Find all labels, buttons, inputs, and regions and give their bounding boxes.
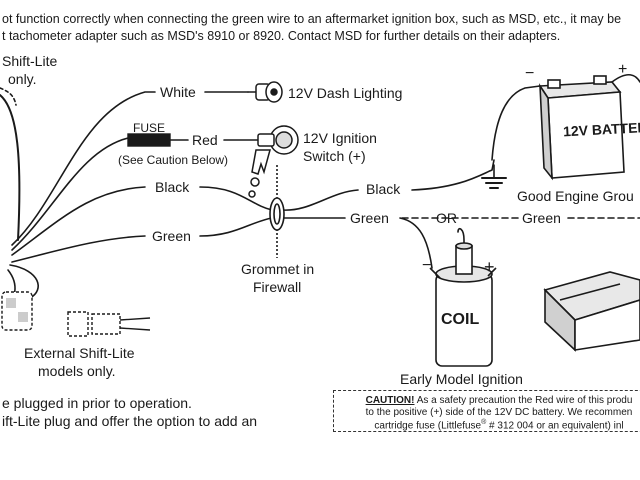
dash-lighting-label: 12V Dash Lighting	[288, 85, 403, 101]
grommet-label-2: Firewall	[253, 279, 302, 295]
shift-lite-pointer	[0, 87, 17, 106]
fuse	[127, 133, 171, 147]
coil-plus: +	[484, 257, 495, 277]
caution-line-3-b: # 312 004 or an equivalent) inl	[486, 420, 624, 432]
bottom-note-line-1: e plugged in prior to operation.	[2, 395, 192, 411]
grommet	[269, 165, 285, 258]
battery	[538, 75, 625, 181]
external-shift-lite-label-1: External Shift-Lite	[24, 345, 135, 361]
dash-light-bulb	[255, 81, 283, 103]
black-wire-label-left: Black	[155, 179, 190, 195]
black-wire-from-grommet	[281, 189, 359, 211]
black-wire-label-right: Black	[366, 181, 401, 197]
ignition-coil	[429, 242, 497, 367]
ignition-switch-label-2: Switch (+)	[303, 148, 366, 164]
top-note-line-2: t tachometer adapter such as MSD's 8910 …	[2, 29, 561, 43]
caution-heading: CAUTION!	[365, 395, 415, 406]
caution-registered-mark: ®	[481, 419, 487, 426]
shift-lite-note-1: Shift-Lite	[2, 53, 58, 69]
ignition-box	[543, 271, 640, 352]
coil-lead	[457, 227, 465, 263]
harness-wire-1	[9, 264, 39, 299]
caution-line-3: cartridge fuse (Littlefuse® # 312 004 or…	[334, 419, 640, 431]
battery-pos-cable	[611, 74, 640, 83]
caution-line-1: CAUTION! As a safety precaution the Red …	[334, 395, 640, 406]
battery-minus: −	[525, 65, 535, 82]
ground-label: Good Engine Grou	[517, 188, 634, 204]
top-note-line-1: ot function correctly when connecting th…	[2, 12, 622, 26]
shift-lite-note-2: only.	[8, 71, 37, 87]
or-label: OR	[436, 210, 457, 226]
green-wire-label-left: Green	[152, 228, 191, 244]
green-wire-label-right: Green	[522, 210, 561, 226]
gauge-body-outline	[0, 94, 21, 241]
green-wire-label-mid: Green	[350, 210, 389, 226]
white-wire-label: White	[160, 84, 196, 100]
ignition-switch	[248, 125, 299, 198]
external-shift-lite-connector	[1, 291, 151, 337]
red-wire-label: Red	[192, 132, 218, 148]
caution-box: CAUTION! As a safety precaution the Red …	[333, 390, 640, 432]
battery-plus: +	[618, 61, 628, 78]
caution-line-1-text: As a safety precaution the Red wire of t…	[414, 395, 633, 406]
fuse-label: FUSE	[133, 121, 166, 135]
see-caution-label: (See Caution Below)	[118, 153, 229, 167]
black-wire-to-ground	[411, 159, 495, 191]
battery-label: 12V BATTERY	[562, 118, 640, 140]
external-shift-lite-label-2: models only.	[38, 363, 116, 379]
white-wire	[11, 91, 156, 246]
caution-line-3-a: cartridge fuse (Littlefuse	[374, 420, 482, 432]
red-wire	[11, 137, 129, 251]
green-wire-to-coil	[399, 217, 433, 269]
caution-line-2: to the positive (+) side of the 12V DC b…	[365, 407, 633, 418]
grommet-label-1: Grommet in	[241, 261, 315, 277]
early-ignition-label: Early Model Ignition	[400, 371, 523, 387]
black-wire-to-grommet	[199, 186, 273, 211]
ignition-switch-label-1: 12V Ignition	[303, 130, 377, 146]
coil-minus: −	[422, 257, 432, 274]
coil-label: COIL	[441, 311, 480, 328]
black-wire-left	[11, 186, 146, 256]
green-wire-to-grommet	[199, 217, 273, 237]
green-wire-left	[11, 235, 146, 263]
battery-neg-cable	[491, 85, 541, 161]
bottom-note-line-2: ift-Lite plug and offer the option to ad…	[2, 413, 258, 429]
